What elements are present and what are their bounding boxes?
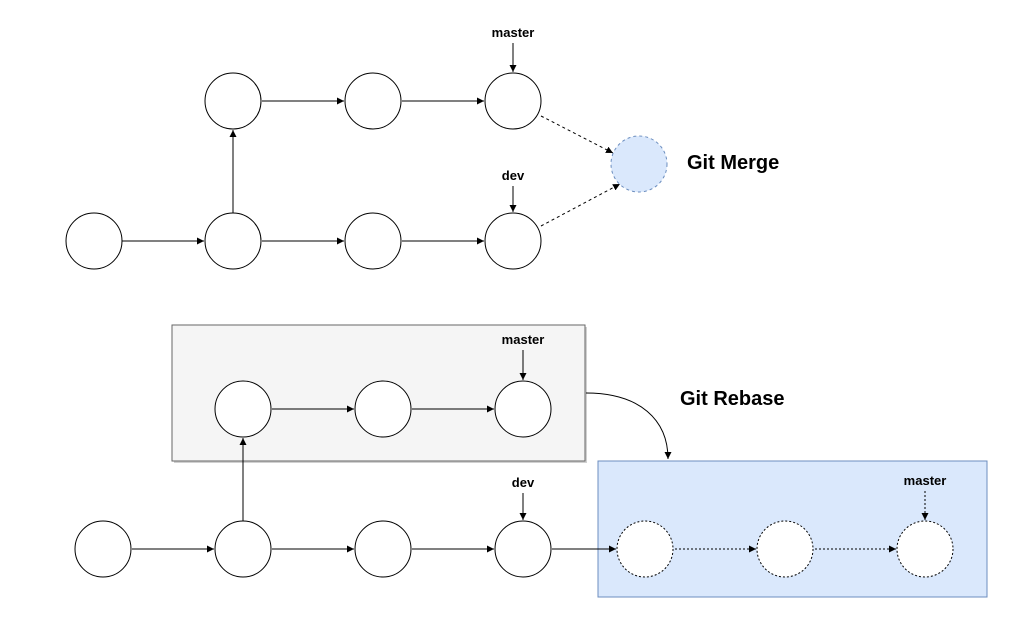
merge-commit-node — [65, 212, 123, 270]
rebased-commit-node — [756, 520, 814, 578]
rebase-commit-node — [74, 520, 132, 578]
rebase-move-arrow — [585, 392, 672, 460]
merge-commit-node — [204, 212, 262, 270]
rebase-section: master dev master Git Rebase — [74, 324, 988, 598]
rebased-master-label: master — [904, 473, 947, 488]
merge-dashed-edge — [540, 183, 621, 227]
rebase-commit-node — [214, 520, 272, 578]
dev-label: dev — [502, 168, 525, 183]
merge-commit-node — [204, 72, 262, 130]
rebased-commit-node — [616, 520, 674, 578]
master-label: master — [492, 25, 535, 40]
master-label: master — [502, 332, 545, 347]
dev-head-node — [494, 520, 552, 578]
master-head-node — [494, 380, 552, 438]
rebase-title: Git Rebase — [680, 388, 784, 410]
merge-commit-node — [344, 72, 402, 130]
merge-section: master dev Git Merge — [65, 25, 779, 270]
rebased-master-head-node — [896, 520, 954, 578]
merge-result-node — [610, 135, 668, 193]
dev-label: dev — [512, 475, 535, 490]
merge-title: Git Merge — [687, 152, 779, 174]
rebase-commit-node — [354, 520, 412, 578]
rebase-commit-node — [214, 380, 272, 438]
merge-dashed-edge — [540, 115, 614, 154]
dev-head-node — [484, 212, 542, 270]
master-head-node — [484, 72, 542, 130]
rebase-commit-node — [354, 380, 412, 438]
merge-commit-node — [344, 212, 402, 270]
